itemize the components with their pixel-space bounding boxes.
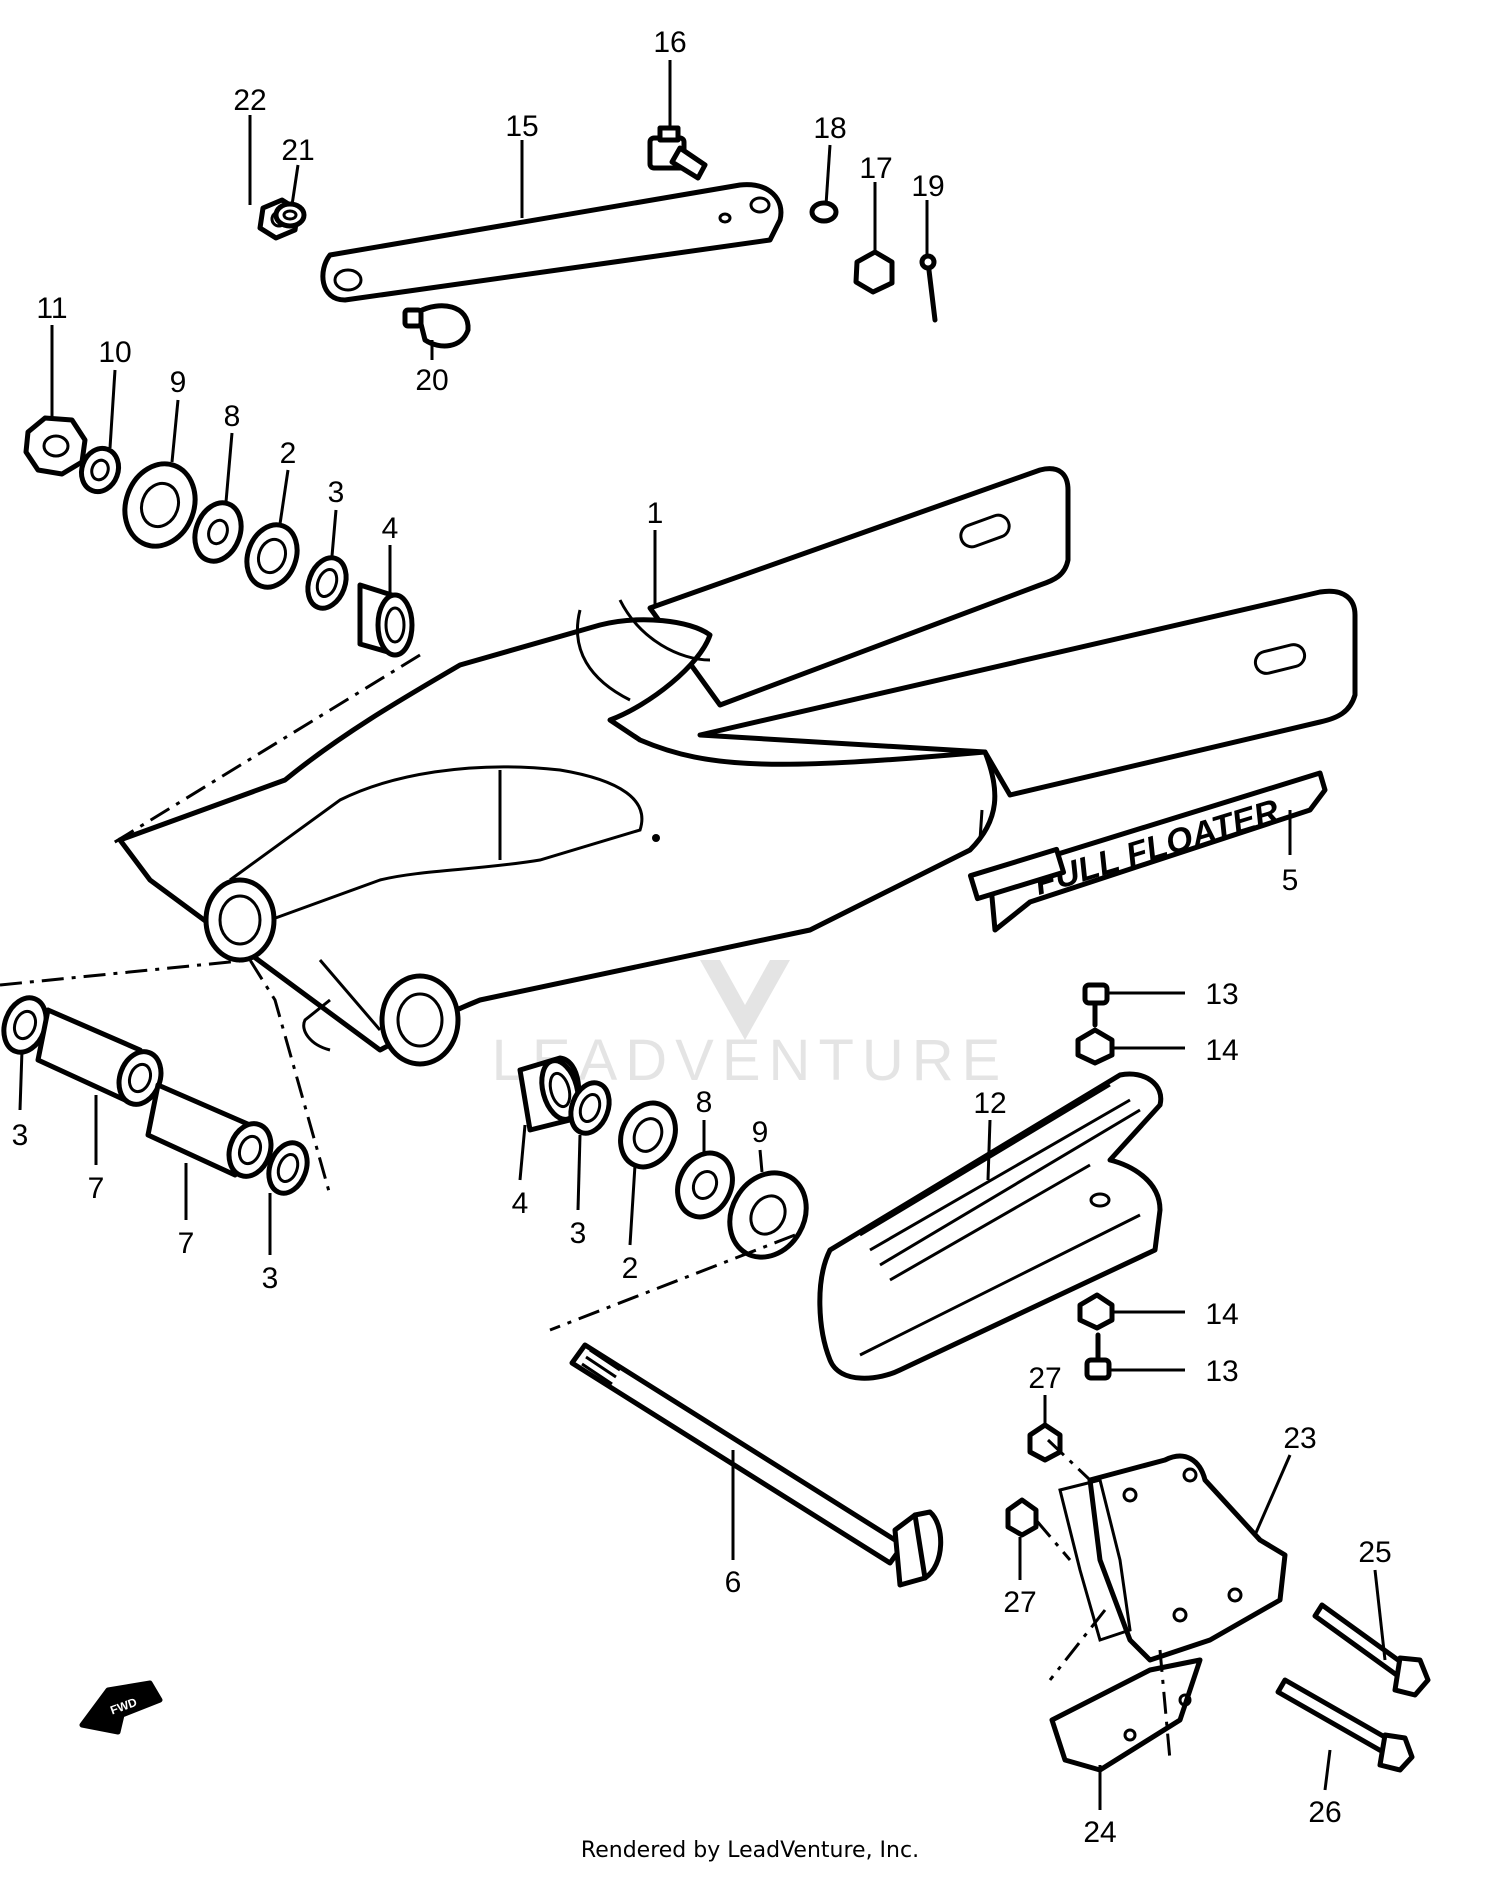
right-pivot-hardware [517, 1055, 809, 1260]
callout-7-right: 7 [178, 1227, 195, 1260]
washer-18 [809, 200, 839, 224]
washer-21 [273, 201, 307, 229]
bumper-20 [402, 303, 471, 349]
left-bushings [1, 995, 310, 1196]
callout-5: 5 [1282, 864, 1299, 897]
bolt-13-lower [1084, 1332, 1112, 1381]
torque-rod-15 [320, 182, 784, 303]
callout-labels: 22 21 15 16 18 17 19 20 11 10 9 8 2 3 4 … [12, 26, 1392, 1849]
callout-27-upper: 27 [1028, 1362, 1061, 1395]
bearing-4 [357, 582, 415, 658]
callout-27-lower: 27 [1003, 1586, 1036, 1619]
nut-27-upper [1027, 1422, 1063, 1463]
callout-19: 19 [911, 170, 944, 203]
callout-26: 26 [1308, 1796, 1341, 1829]
callout-3-lower: 3 [262, 1262, 279, 1295]
callout-14-upper: 14 [1205, 1034, 1238, 1067]
callout-17: 17 [859, 152, 892, 185]
callout-13-lower: 13 [1205, 1355, 1238, 1388]
callout-9-left: 9 [170, 366, 187, 399]
assembly-phantom-lines [0, 653, 1172, 1761]
callout-3-left: 3 [328, 476, 345, 509]
callout-13-upper: 13 [1205, 978, 1238, 1011]
nut-14-upper [1075, 1027, 1115, 1066]
callout-16: 16 [653, 26, 686, 59]
callout-4-left: 4 [382, 512, 399, 545]
cotter-pin-19 [919, 253, 938, 323]
leader-lines [18, 60, 1387, 1810]
footer-credit: Rendered by LeadVenture, Inc. [580, 1838, 920, 1863]
callout-11: 11 [36, 292, 67, 325]
nut-14-lower [1077, 1292, 1115, 1331]
callout-4-right: 4 [512, 1187, 529, 1220]
callout-2-right: 2 [622, 1252, 639, 1285]
bolt-26 [1275, 1677, 1415, 1773]
left-pivot-hardware [23, 415, 415, 658]
callout-3-far-left: 3 [12, 1119, 29, 1152]
bolt-16 [647, 125, 708, 181]
chain-guide-24 [1049, 1657, 1203, 1773]
bracket-23 [1058, 1453, 1288, 1663]
callout-3-right: 3 [570, 1217, 587, 1250]
decal-text: FULL FLOATER [1030, 792, 1284, 903]
callout-25: 25 [1358, 1536, 1391, 1569]
forward-arrow-icon: FWD [79, 1680, 163, 1735]
nut-17 [853, 249, 895, 295]
callout-8-left: 8 [224, 400, 241, 433]
collar-2 [244, 522, 300, 590]
callout-24: 24 [1083, 1816, 1116, 1849]
callout-6: 6 [725, 1566, 742, 1599]
callout-8-right: 8 [696, 1086, 713, 1119]
washer-9 [122, 461, 198, 549]
callout-14-lower: 14 [1205, 1298, 1238, 1331]
callout-18: 18 [813, 112, 846, 145]
callout-10: 10 [98, 336, 131, 369]
nut-27-lower [1005, 1497, 1039, 1538]
callout-20: 20 [415, 364, 448, 397]
bolt-25 [1312, 1602, 1431, 1698]
chain-guard-12 [817, 1071, 1164, 1381]
seal-3 [305, 555, 349, 611]
callout-1: 1 [647, 497, 664, 530]
callout-12: 12 [973, 1087, 1006, 1120]
callout-2-left: 2 [280, 437, 297, 470]
decal-5: FULL FLOATER [967, 770, 1328, 933]
pivot-shaft-6 [569, 1342, 944, 1588]
callout-15: 15 [505, 110, 538, 143]
bolt-13-upper [1082, 982, 1110, 1028]
washer-10 [78, 445, 122, 495]
nut-11 [23, 415, 88, 477]
callout-9-right: 9 [752, 1116, 769, 1149]
callout-22: 22 [233, 84, 266, 117]
callout-23: 23 [1283, 1422, 1316, 1455]
callout-21: 21 [281, 134, 314, 167]
callout-7-left: 7 [88, 1172, 105, 1205]
washer-8 [192, 500, 244, 564]
torque-rod-assembly [257, 125, 938, 349]
swingarm-1 [117, 466, 1358, 1067]
